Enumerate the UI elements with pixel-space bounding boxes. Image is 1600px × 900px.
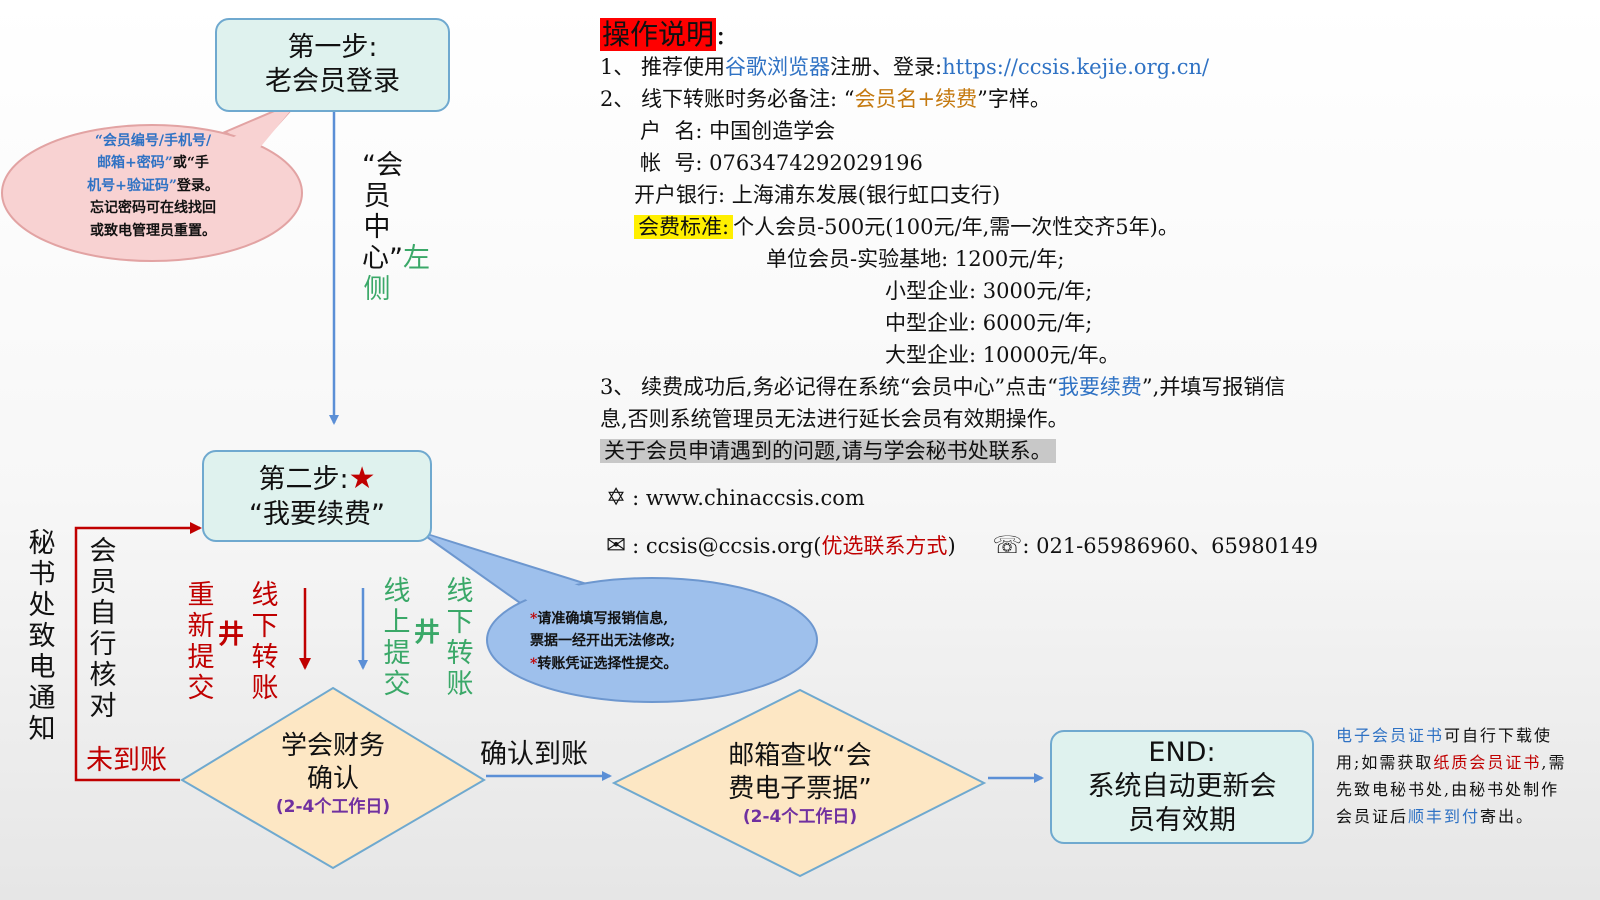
certificate-note: 电子会员证书可自行下载使用;如需获取纸质会员证书,需先致电秘书处,由秘书处制作会… bbox=[1336, 722, 1570, 830]
email-close: ) bbox=[947, 534, 956, 558]
phone-text: : 021-65986960、65980149 bbox=[1022, 534, 1319, 558]
bubble-login-line3b: 登录。 bbox=[176, 177, 219, 194]
step1-box: 第一步: 老会员登录 bbox=[215, 18, 450, 112]
bubble-login-line4: 忘记密码可在线找回 bbox=[90, 200, 216, 217]
step2-line2: “我要续费” bbox=[249, 498, 385, 530]
fee-personal: 个人会员-500元(100元/年,需一次性交齐5年)。 bbox=[733, 215, 1179, 239]
bubble-invoice-line2: 票据一经开出无法修改; bbox=[530, 633, 676, 650]
diamond-email-text: 邮箱查收“会 费电子票据” (2-4个工作日) bbox=[690, 740, 910, 828]
note-sf-cod: 顺丰到付 bbox=[1408, 807, 1481, 826]
red-offline-transfer-label: 线下转账 bbox=[251, 580, 279, 705]
diamond-email-line1: 邮箱查收“会 bbox=[728, 741, 872, 771]
green-offline-transfer-label: 线下转账 bbox=[446, 576, 474, 701]
bubble-invoice-text: *请准确填写报销信息, 票据一经开出无法修改; *转账凭证选择性提交。 bbox=[530, 608, 780, 675]
website-text[interactable]: : www.chinaccsis.com bbox=[632, 486, 865, 510]
email-preferred: 优选联系方式 bbox=[821, 534, 948, 558]
contact-note-text: 关于会员申请遇到的问题,请与学会秘书处联系。 bbox=[600, 439, 1056, 463]
speech-bubble-invoice bbox=[419, 531, 818, 703]
phone-icon: ☏ bbox=[992, 531, 1023, 559]
instructions-title: 操作说明 bbox=[600, 18, 717, 51]
green-hash-icon: 井 bbox=[414, 618, 441, 648]
bubble-invoice-line1: 请准确填写报销信息, bbox=[537, 611, 669, 627]
website-line: ✡: www.chinaccsis.com bbox=[606, 482, 865, 514]
step1-line1: 第一步: bbox=[287, 32, 378, 64]
bubble-login-text: “会员编号/手机号/ 邮箱+密码”或“手 机号+验证码”登录。 忘记密码可在线找… bbox=[28, 130, 278, 242]
instr3-prefix: 3、 续费成功后,务必记得在系统“会员中心”点击“ bbox=[600, 375, 1058, 399]
note-paper-cert: 纸质会员证书 bbox=[1433, 753, 1542, 772]
instr2-prefix: 2、 线下转账时务必备注: “ bbox=[600, 87, 855, 111]
email-phone-line: ✉: ccsis@ccsis.org(优选联系方式) ☏: 021-659869… bbox=[606, 530, 1318, 562]
diamond-finance-days: (2-4个工作日) bbox=[275, 797, 391, 817]
diamond-finance-text: 学会财务 确认 (2-4个工作日) bbox=[233, 730, 433, 818]
step2-box: 第二步:★ “我要续费” bbox=[202, 450, 432, 542]
remark-text: 会员名+续费 bbox=[854, 87, 978, 111]
step2-line1: 第二步: bbox=[258, 464, 349, 496]
instructions-title-line: 操作说明: bbox=[600, 16, 725, 54]
fee-small: 小型企业: 3000元/年; bbox=[885, 279, 1093, 303]
bubble-login-line5: 或致电管理员重置。 bbox=[90, 222, 216, 239]
fee-medium: 中型企业: 6000元/年; bbox=[885, 311, 1093, 335]
instruction-line-3: 3、 续费成功后,务必记得在系统“会员中心”点击“我要续费”,并填写报销信 bbox=[600, 372, 1285, 403]
bubble-login-line2: 邮箱+密码” bbox=[97, 155, 173, 172]
diamond-finance-line2: 确认 bbox=[306, 763, 359, 794]
red-hash-icon: 井 bbox=[218, 620, 245, 650]
bubble-invoice-line3: 转账凭证选择性提交。 bbox=[537, 655, 678, 672]
not-received-loop-arrow bbox=[74, 522, 202, 782]
fee-large: 大型企业: 10000元/年。 bbox=[885, 343, 1120, 367]
fee-standard-line: 会费标准:个人会员-500元(100元/年,需一次性交齐5年)。 bbox=[634, 212, 1179, 243]
diamond-email-invoice bbox=[611, 688, 987, 878]
end-line1: END: bbox=[1148, 737, 1216, 769]
account-number: 帐 号: 0763474292029196 bbox=[640, 151, 923, 175]
diamond-email-line2: 费电子票据” bbox=[728, 773, 872, 804]
bank-name: 开户银行: 上海浦东发展(银行虹口支行) bbox=[634, 183, 1001, 207]
diamond-finance-confirm bbox=[180, 686, 486, 870]
renew-link-text: 我要续费 bbox=[1057, 375, 1142, 399]
contact-note: 关于会员申请遇到的问题,请与学会秘书处联系。 bbox=[600, 436, 1056, 467]
instruction-line-2: 2、 线下转账时务必备注: “会员名+续费”字样。 bbox=[600, 84, 1051, 115]
bubble-login-line1: “会员编号/手机号/ bbox=[94, 133, 212, 149]
speech-bubble-login bbox=[1, 99, 303, 262]
email-text[interactable]: : ccsis@ccsis.org( bbox=[632, 534, 822, 558]
left-side-label: 左侧 bbox=[363, 243, 431, 306]
note-text-2: ,需先致电秘书处,由秘书处制作会员证后 bbox=[1336, 753, 1567, 826]
resubmit-label: 重新提交 bbox=[187, 580, 215, 705]
instruction-line-3-cont: 息,否则系统管理员无法进行延长会员有效期操作。 bbox=[600, 407, 1069, 431]
note-e-cert: 电子会员证书 bbox=[1336, 726, 1445, 745]
not-received-label: 未到账 bbox=[86, 745, 167, 776]
email-icon: ✉ bbox=[606, 531, 627, 559]
fee-unit: 单位会员-实验基地: 1200元/年; bbox=[766, 247, 1065, 271]
note-text-3: 寄出。 bbox=[1480, 807, 1535, 826]
chrome-browser-text: 谷歌浏览器 bbox=[725, 55, 831, 79]
bubble-login-line2b: 或“手 bbox=[172, 155, 209, 172]
secretary-notify-label: 秘书处致电通知 bbox=[28, 528, 56, 746]
bubble-invoice-star-2: * bbox=[530, 655, 538, 672]
instructions-title-colon: : bbox=[716, 18, 726, 51]
diamond-email-days: (2-4个工作日) bbox=[742, 807, 858, 827]
diamond-finance-line1: 学会财务 bbox=[280, 731, 385, 761]
step1-line2: 老会员登录 bbox=[265, 66, 400, 97]
instr1-prefix: 1、 推荐使用 bbox=[600, 55, 726, 79]
account-name: 户 名: 中国创造学会 bbox=[640, 119, 836, 143]
confirm-received-label: 确认到账 bbox=[480, 739, 588, 770]
end-box: END: 系统自动更新会 员有效期 bbox=[1050, 730, 1314, 844]
site-url-link[interactable]: https://ccsis.kejie.org.cn/ bbox=[942, 55, 1210, 79]
star-icon: ★ bbox=[348, 461, 376, 497]
end-line2: 系统自动更新会 bbox=[1087, 771, 1277, 803]
note-text-1: 可自行下载使用;如需获取 bbox=[1336, 726, 1553, 772]
website-icon: ✡ bbox=[606, 483, 627, 511]
instr3-post: ”,并填写报销信 bbox=[1141, 375, 1286, 399]
self-check-label: 会员自行核对 bbox=[89, 536, 117, 723]
member-center-label: “会员中心” bbox=[362, 150, 403, 275]
instr1-mid: 注册、登录: bbox=[830, 55, 943, 79]
instr2-post: ”字样。 bbox=[977, 87, 1051, 111]
fee-standard-label: 会费标准: bbox=[634, 215, 734, 239]
instruction-line-1: 1、 推荐使用谷歌浏览器注册、登录:https://ccsis.kejie.or… bbox=[600, 52, 1209, 83]
end-line3: 员有效期 bbox=[1128, 804, 1236, 836]
online-submit-label: 线上提交 bbox=[383, 576, 411, 701]
bubble-login-line3: 机号+验证码” bbox=[87, 177, 177, 194]
member-center-left-label: “会员中心”左侧 bbox=[362, 150, 430, 305]
bubble-invoice-star-1: * bbox=[530, 611, 538, 627]
